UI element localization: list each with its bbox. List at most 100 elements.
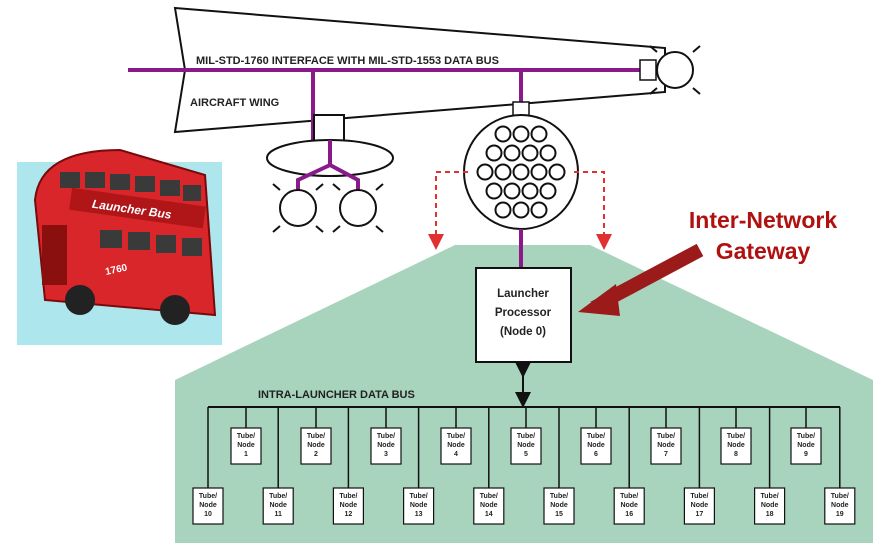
dashed-arrow-left bbox=[428, 171, 468, 250]
connector-pin bbox=[539, 144, 557, 162]
tube-node-label: 2 bbox=[314, 451, 318, 458]
tube-node-box bbox=[473, 487, 505, 525]
tube-node-label: Tube/ bbox=[761, 493, 779, 500]
tube-node-box bbox=[790, 427, 822, 465]
tube-node-label: Node bbox=[480, 502, 498, 509]
tube-node-label: Tube/ bbox=[480, 493, 498, 500]
left-pylon bbox=[266, 70, 394, 190]
connector-pin bbox=[494, 125, 512, 143]
connector-pin bbox=[512, 125, 530, 143]
tube-node-box bbox=[543, 487, 575, 525]
connector-pin bbox=[548, 163, 566, 181]
tube-node-label: Tube/ bbox=[307, 433, 325, 440]
processor-line2: Processor bbox=[495, 307, 552, 319]
tube-node-label: Tube/ bbox=[620, 493, 638, 500]
connector-pin bbox=[530, 163, 548, 181]
bus-wheel-front bbox=[65, 285, 95, 315]
tube-node-label: Tube/ bbox=[797, 433, 815, 440]
tube-node-label: Node bbox=[377, 442, 395, 449]
tube-node-box bbox=[262, 487, 294, 525]
tube-node-label: Node bbox=[797, 442, 815, 449]
tube-node-label: 8 bbox=[734, 451, 738, 458]
tube-node-label: Node bbox=[727, 442, 745, 449]
connector-pin bbox=[530, 201, 548, 219]
tube-node-label: 5 bbox=[524, 451, 528, 458]
tube-node-label: Node bbox=[307, 442, 325, 449]
tube-node-label: 16 bbox=[625, 511, 633, 518]
launcher-processor-box bbox=[475, 267, 572, 363]
tube-node-label: Node bbox=[550, 502, 568, 509]
store-left-1-icon bbox=[272, 183, 324, 233]
tube-node-box bbox=[300, 427, 332, 465]
tube-node-box bbox=[753, 487, 786, 525]
connector-pin bbox=[512, 201, 530, 219]
tube-node-label: Tube/ bbox=[517, 433, 535, 440]
tube-node-label: 3 bbox=[384, 451, 388, 458]
bus-sign-band bbox=[69, 187, 206, 229]
tube-node-label: Tube/ bbox=[339, 493, 357, 500]
tube-node-label: 9 bbox=[804, 451, 808, 458]
connector-pin bbox=[503, 182, 521, 200]
tube-node-label: 4 bbox=[454, 451, 458, 458]
tube-node-label: 17 bbox=[696, 511, 704, 518]
tube-node-14: Tube/Node 14 bbox=[473, 487, 505, 525]
tube-node-18: Tube/Node 18 bbox=[753, 487, 786, 525]
connector-pin bbox=[503, 144, 521, 162]
connector-pin bbox=[485, 144, 503, 162]
bus-upper-windows bbox=[60, 172, 201, 201]
tube-node-label: Node bbox=[691, 502, 709, 509]
tube-node-label: 18 bbox=[766, 511, 774, 518]
tube-node-label: Tube/ bbox=[237, 433, 255, 440]
processor-line3: (Node 0) bbox=[500, 326, 546, 338]
tube-node-2: Tube/Node 2 bbox=[300, 427, 332, 465]
gateway-line2: Gateway bbox=[716, 238, 811, 264]
wingtip-store-icon bbox=[649, 45, 701, 95]
store-left-2-icon bbox=[332, 183, 384, 233]
processor-line1: Launcher bbox=[497, 288, 549, 300]
tube-node-box bbox=[192, 487, 224, 525]
tube-node-group: Tube/Node1Tube/Node2Tube/Node3Tube/Node4… bbox=[192, 407, 856, 525]
connector-pin bbox=[521, 144, 539, 162]
tube-node-box bbox=[613, 487, 645, 525]
tube-node-label: Tube/ bbox=[377, 433, 395, 440]
connector-pin bbox=[494, 163, 512, 181]
bus-door bbox=[42, 225, 67, 285]
tube-node-box bbox=[440, 427, 472, 465]
tube-node-label: Node bbox=[517, 442, 535, 449]
connector-pin bbox=[539, 182, 557, 200]
tube-node-label: Tube/ bbox=[550, 493, 568, 500]
tube-node-box bbox=[720, 427, 752, 465]
tube-node-label: Node bbox=[761, 502, 779, 509]
wingtip-pylon bbox=[639, 59, 657, 81]
tube-node-box bbox=[683, 487, 716, 525]
tube-node-label: 7 bbox=[664, 451, 668, 458]
tube-node-label: Tube/ bbox=[410, 493, 428, 500]
intra-bus-label: INTRA-LAUNCHER DATA BUS bbox=[258, 389, 415, 401]
tube-node-label: 14 bbox=[485, 511, 493, 518]
gateway-arrow-icon bbox=[578, 243, 704, 316]
tube-node-label: Tube/ bbox=[657, 433, 675, 440]
bus-lower-windows bbox=[100, 230, 202, 256]
tube-node-label: 12 bbox=[345, 511, 353, 518]
tube-node-label: Tube/ bbox=[447, 433, 465, 440]
tube-node-label: 10 bbox=[204, 511, 212, 518]
interface-label: MIL-STD-1760 INTERFACE WITH MIL-STD-1553… bbox=[196, 55, 499, 67]
tube-node-9: Tube/Node 9 bbox=[790, 427, 822, 465]
tube-node-label: Tube/ bbox=[199, 493, 217, 500]
tube-node-label: Node bbox=[831, 502, 849, 509]
connector-pin bbox=[521, 182, 539, 200]
tube-node-label: 6 bbox=[594, 451, 598, 458]
connector-pin bbox=[485, 182, 503, 200]
tube-node-label: Node bbox=[340, 502, 358, 509]
tube-node-box bbox=[332, 487, 364, 525]
tube-node-label: Node bbox=[269, 502, 287, 509]
tube-node-label: Tube/ bbox=[587, 433, 605, 440]
